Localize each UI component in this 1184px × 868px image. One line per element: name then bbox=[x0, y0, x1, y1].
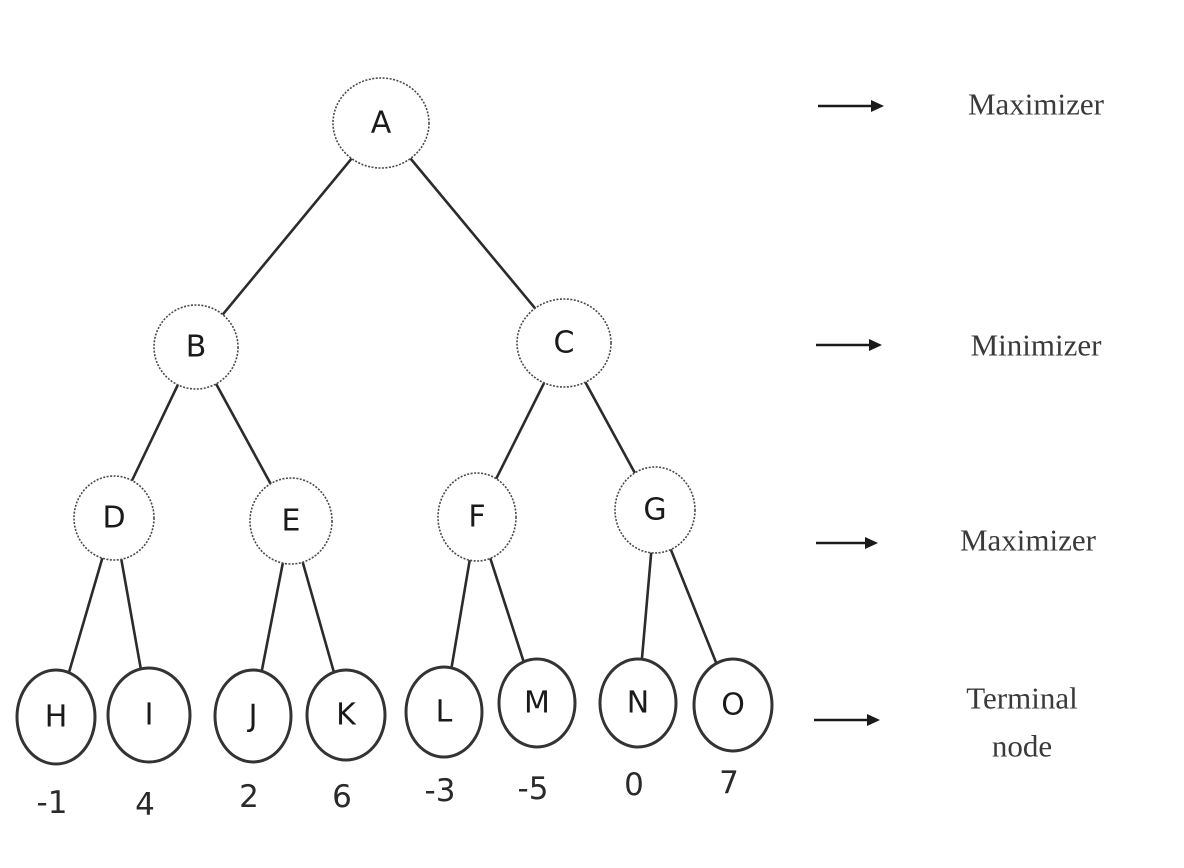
edge-d-h bbox=[67, 556, 104, 675]
node-n: N bbox=[598, 657, 678, 749]
node-i: I bbox=[106, 666, 192, 764]
node-circle bbox=[305, 668, 387, 762]
right-arrow-icon bbox=[865, 537, 878, 549]
node-c: C bbox=[516, 298, 612, 388]
edge-g-n bbox=[640, 551, 653, 661]
level-1: Minimizer bbox=[816, 328, 1102, 363]
node-label: B bbox=[186, 330, 207, 365]
terminal-value-k: 6 bbox=[332, 779, 352, 815]
node-l: L bbox=[404, 665, 484, 759]
level-label-text: Maximizer bbox=[960, 523, 1097, 558]
node-circle bbox=[106, 666, 192, 764]
node-label: N bbox=[627, 686, 649, 721]
node-circle bbox=[404, 665, 484, 759]
level-label-text: Terminal bbox=[966, 681, 1077, 716]
edge-f-l bbox=[450, 558, 472, 670]
node-circle bbox=[614, 466, 696, 554]
node-a: A bbox=[332, 77, 430, 169]
right-arrow-icon bbox=[871, 100, 884, 112]
node-circle bbox=[332, 77, 430, 169]
node-label: A bbox=[371, 106, 392, 141]
edge-a-c bbox=[409, 157, 537, 310]
level-2: Maximizer bbox=[816, 523, 1097, 558]
node-label: I bbox=[145, 698, 154, 733]
right-arrow-icon bbox=[867, 714, 880, 726]
node-label: J bbox=[247, 699, 258, 734]
node-label: K bbox=[336, 698, 357, 733]
node-o: O bbox=[692, 657, 774, 753]
edge-b-d bbox=[130, 383, 180, 482]
level-0: Maximizer bbox=[818, 87, 1105, 122]
node-circle bbox=[692, 657, 774, 753]
edge-c-g bbox=[584, 380, 637, 475]
node-circle bbox=[598, 657, 678, 749]
node-label: D bbox=[102, 501, 125, 536]
node-label: M bbox=[524, 686, 550, 721]
node-circle bbox=[249, 477, 333, 565]
node-circle bbox=[15, 668, 97, 766]
tree-edges bbox=[67, 157, 718, 675]
node-circle bbox=[73, 475, 155, 561]
node-label: F bbox=[468, 500, 485, 535]
node-label: O bbox=[721, 688, 745, 723]
tree-nodes: A B C D E F G H I J K L M N O bbox=[15, 77, 774, 766]
terminal-values: -1 4 2 6 -3 -5 0 7 bbox=[37, 765, 739, 823]
terminal-value-l: -3 bbox=[425, 773, 456, 809]
terminal-value-m: -5 bbox=[518, 771, 549, 807]
node-e: E bbox=[249, 477, 333, 565]
node-circle bbox=[213, 668, 293, 764]
node-k: K bbox=[305, 668, 387, 762]
node-circle bbox=[497, 657, 577, 749]
edge-c-f bbox=[494, 381, 546, 481]
node-g: G bbox=[614, 466, 696, 554]
node-label: L bbox=[436, 695, 453, 730]
node-h: H bbox=[15, 668, 97, 766]
terminal-value-h: -1 bbox=[37, 785, 68, 821]
level-label-text: Maximizer bbox=[968, 87, 1105, 122]
level-label-text: Minimizer bbox=[971, 328, 1103, 363]
edge-e-j bbox=[260, 561, 285, 673]
edge-a-b bbox=[221, 157, 353, 316]
terminal-value-j: 2 bbox=[239, 779, 259, 815]
edge-b-e bbox=[214, 382, 272, 486]
edge-g-o bbox=[669, 548, 718, 665]
node-label: H bbox=[45, 700, 68, 735]
node-d: D bbox=[73, 475, 155, 561]
level-3: Terminal node bbox=[814, 681, 1078, 764]
terminal-value-i: 4 bbox=[135, 787, 155, 823]
node-m: M bbox=[497, 657, 577, 749]
edge-d-i bbox=[120, 557, 143, 671]
node-b: B bbox=[153, 304, 239, 390]
terminal-value-o: 7 bbox=[719, 765, 739, 801]
node-j: J bbox=[213, 668, 293, 764]
node-f: F bbox=[437, 472, 517, 562]
node-label: E bbox=[282, 504, 301, 539]
node-label: C bbox=[554, 326, 575, 361]
level-label-text: node bbox=[992, 729, 1052, 764]
node-circle bbox=[516, 298, 612, 388]
node-circle bbox=[437, 472, 517, 562]
edge-e-k bbox=[301, 560, 336, 674]
terminal-value-n: 0 bbox=[624, 767, 644, 803]
right-arrow-icon bbox=[869, 339, 882, 351]
node-label: G bbox=[643, 493, 666, 528]
edge-f-m bbox=[488, 556, 526, 664]
node-circle bbox=[153, 304, 239, 390]
